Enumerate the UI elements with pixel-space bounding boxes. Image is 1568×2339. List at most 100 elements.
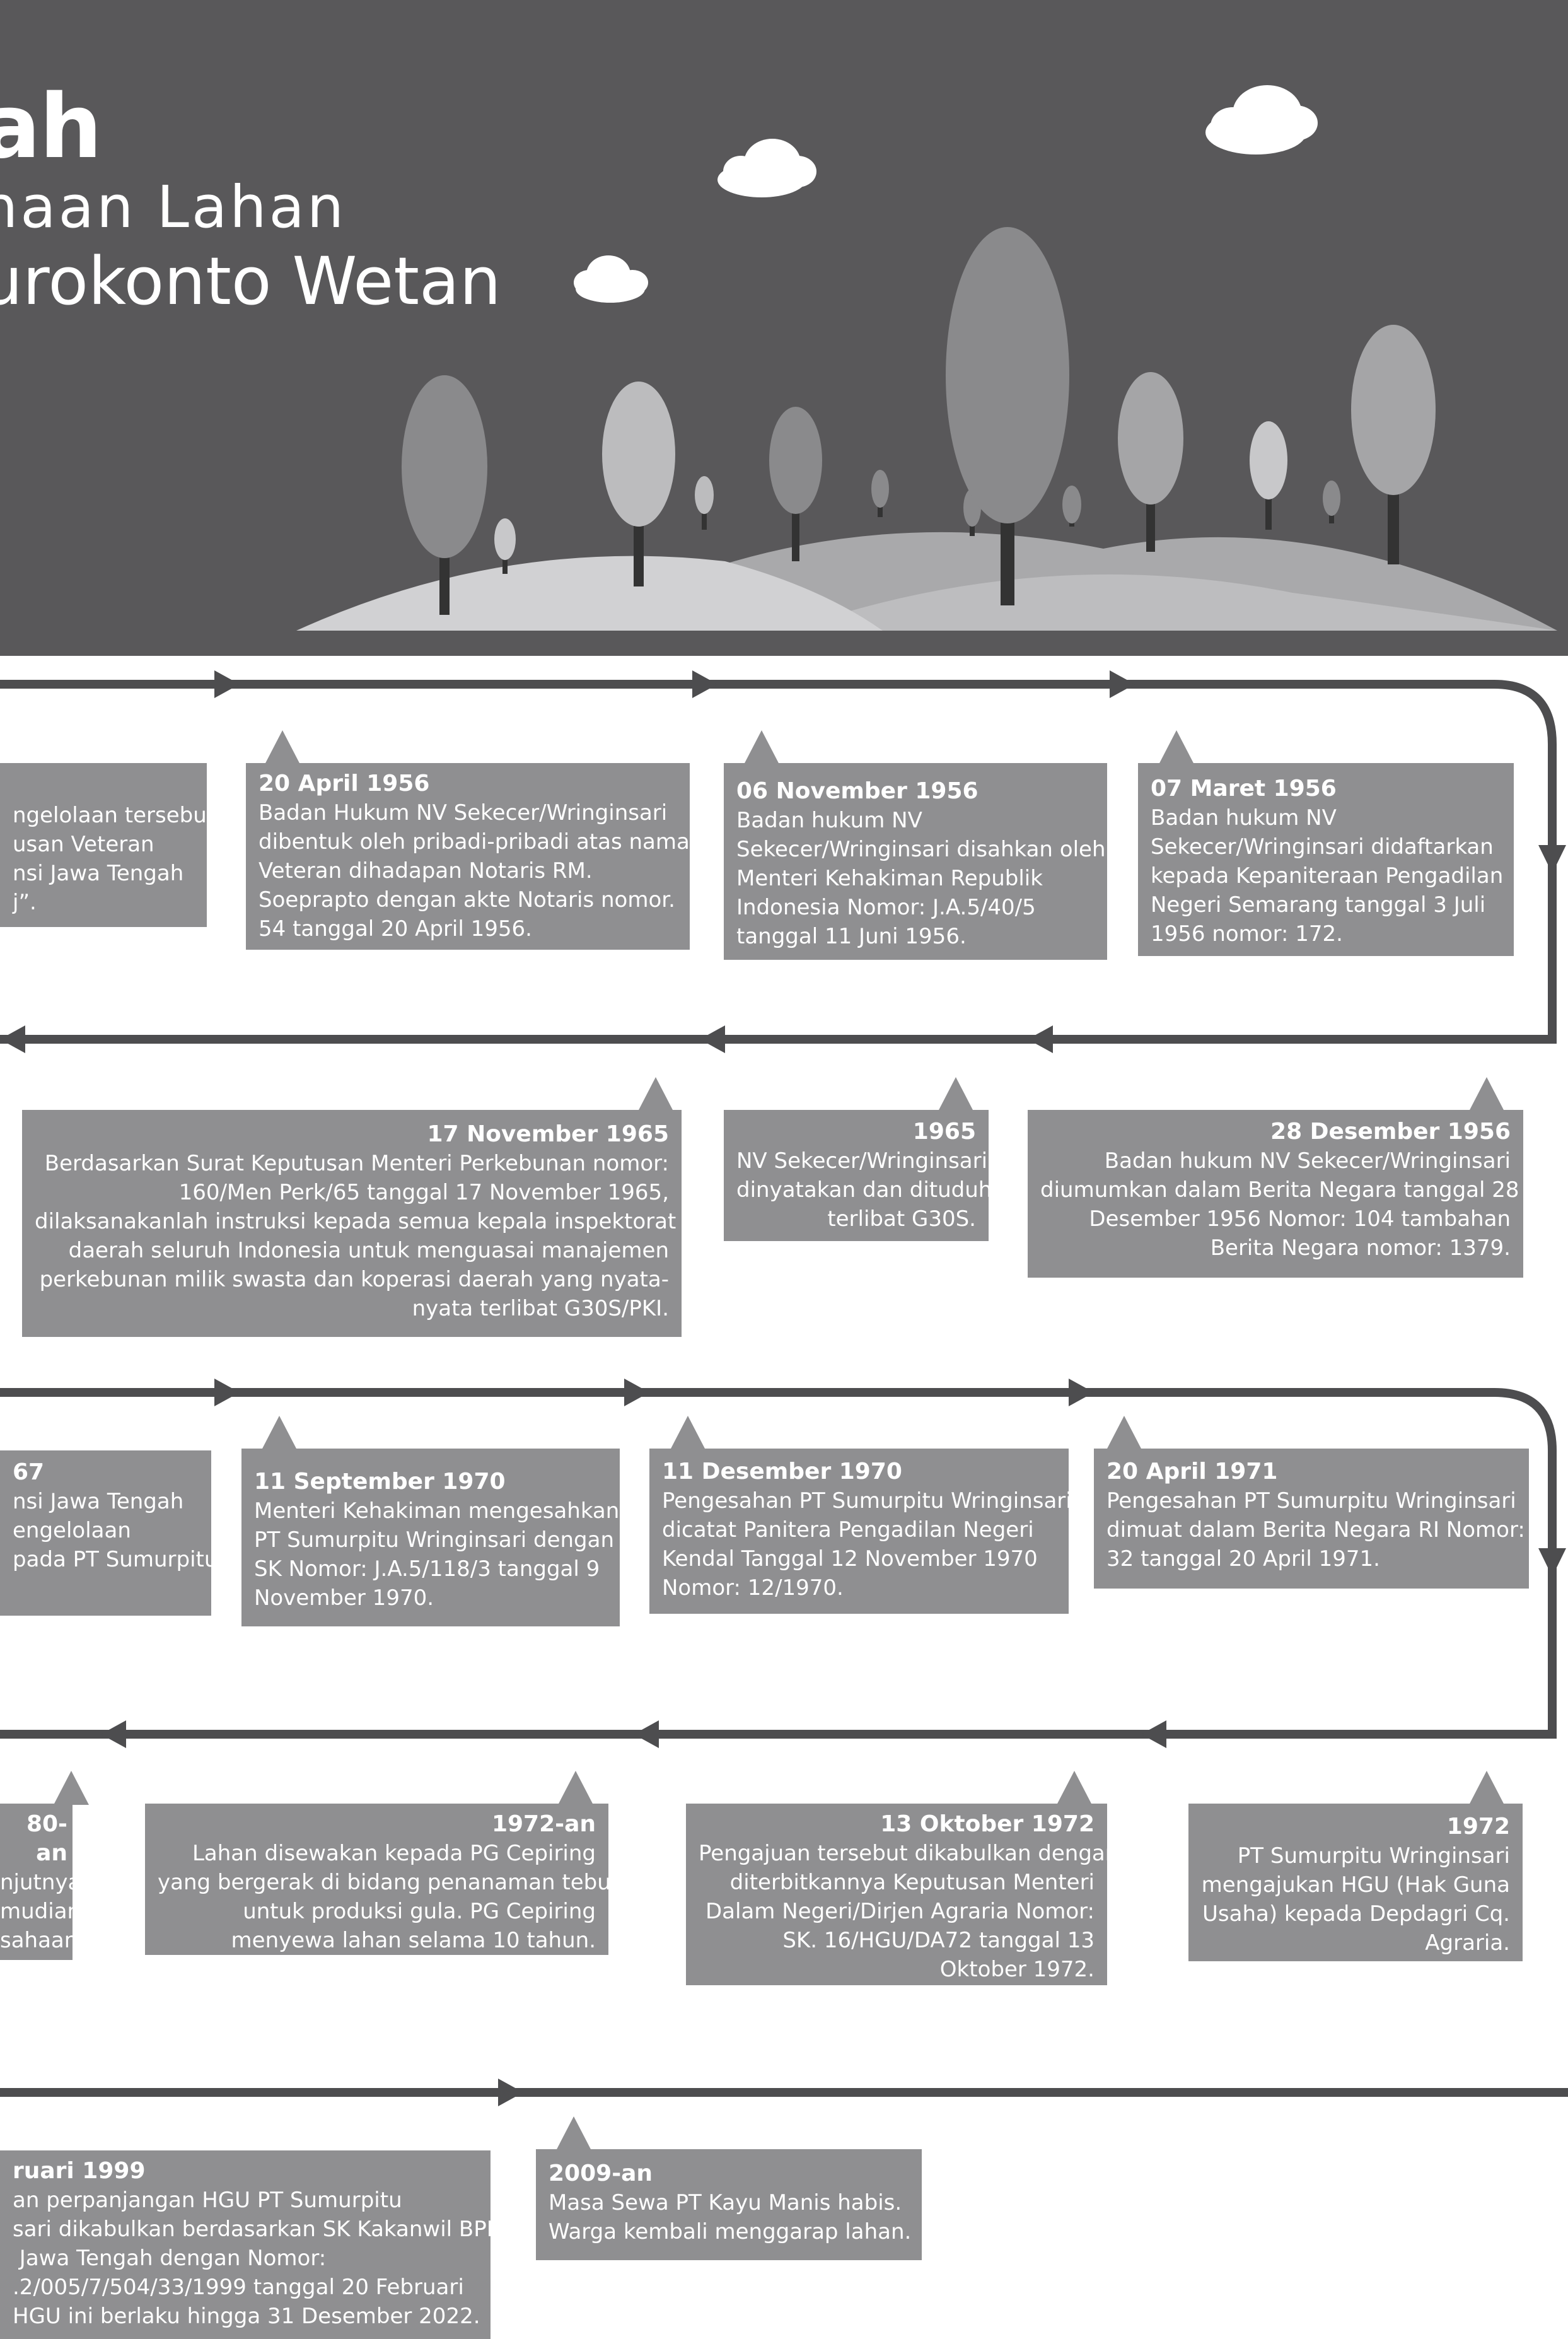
event-pointer	[1469, 1771, 1504, 1805]
arrow-right-icon	[1069, 1379, 1094, 1406]
tree-13	[1351, 325, 1436, 564]
cloud-icon	[1205, 85, 1318, 155]
event-date: 07 Maret 1956	[1151, 776, 1337, 802]
arrow-left-icon	[634, 1720, 659, 1748]
page-subtitle: naan Lahan	[0, 173, 347, 241]
event-box: 1972 PT Sumurpitu Wringinsari mengajukan…	[1188, 1804, 1523, 1961]
event-date: 1972	[1446, 1814, 1510, 1840]
arrow-right-icon	[214, 1379, 240, 1406]
event-box: 20 April 1956 Badan Hukum NV Sekecer/Wri…	[246, 763, 690, 950]
event-pointer	[558, 1771, 593, 1805]
arrow-right-icon	[624, 1379, 649, 1406]
tree-8	[946, 227, 1069, 605]
event-text: Lahan disewakan kepada PG Cepiring yang …	[158, 1841, 608, 1953]
event-box: 80-an njutnya mudian sahaan s tebu.	[0, 1804, 73, 1960]
event-pointer	[1469, 1077, 1504, 1111]
event-text: njutnya mudian sahaan s tebu.	[0, 1870, 73, 1960]
event-box: 2009-an Masa Sewa PT Kayu Manis habis. W…	[536, 2149, 922, 2260]
event-date: 80-an	[26, 1811, 67, 1866]
event-box: ruari 1999 an perpanjangan HGU PT Sumurp…	[0, 2150, 491, 2339]
tree-1	[402, 375, 487, 615]
event-text: Berdasarkan Surat Keputusan Menteri Perk…	[35, 1151, 677, 1321]
event-pointer	[1106, 1416, 1142, 1450]
event-date: 28 Desember 1956	[1270, 1119, 1511, 1145]
event-text: Badan hukum NV Sekecer/Wringinsari diumu…	[1040, 1148, 1519, 1261]
event-text: ngelolaan tersebut usan Veteran nsi Jawa…	[13, 803, 207, 915]
arrow-down-icon	[1538, 1548, 1566, 1577]
event-box: 11 Desember 1970 Pengesahan PT Sumurpitu…	[649, 1449, 1069, 1614]
arrow-left-icon	[1028, 1025, 1053, 1053]
event-box: 28 Desember 1956 Badan hukum NV Sekecer/…	[1028, 1110, 1523, 1278]
event-text: PT Sumurpitu Wringinsari mengajukan HGU …	[1201, 1843, 1510, 1956]
event-date: 17 November 1965	[427, 1121, 669, 1147]
arrow-left-icon	[101, 1720, 126, 1748]
hill-mid	[788, 574, 1557, 631]
event-pointer	[638, 1077, 673, 1111]
cloud-icon	[717, 139, 816, 197]
event-pointer	[670, 1416, 706, 1450]
event-text: Pengesahan PT Sumurpitu Wringinsari dica…	[662, 1488, 1069, 1601]
event-pointer	[556, 2116, 591, 2150]
event-pointer	[938, 1077, 973, 1111]
event-text: Badan hukum NV Sekecer/Wringinsari disah…	[736, 808, 1106, 949]
arrow-right-icon	[498, 2079, 523, 2106]
tree-9	[1062, 486, 1081, 527]
event-date: 2009-an	[549, 2161, 653, 2186]
tree-10	[1118, 372, 1183, 552]
page-title: ah	[0, 76, 102, 178]
event-text: Pengajuan tersebut dikabulkan dengan dit…	[699, 1841, 1107, 1982]
arrow-left-icon	[700, 1025, 725, 1053]
event-date: 20 April 1971	[1106, 1459, 1278, 1484]
page-subtitle-location: urokonto Wetan	[0, 243, 501, 320]
tree-12	[1323, 481, 1340, 523]
event-pointer	[262, 1416, 297, 1450]
event-box: 20 April 1971 Pengesahan PT Sumurpitu Wr…	[1094, 1449, 1529, 1589]
event-date: 06 November 1956	[736, 778, 979, 804]
event-date: 20 April 1956	[258, 771, 430, 796]
event-box: 1972-an Lahan disewakan kepada PG Cepiri…	[145, 1804, 608, 1955]
event-date: 67	[13, 1459, 45, 1485]
event-pointer	[1159, 730, 1194, 764]
event-text: Pengesahan PT Sumurpitu Wringinsari dimu…	[1106, 1488, 1525, 1572]
event-text: nsi Jawa Tengah engelolaan pada PT Sumur…	[13, 1489, 211, 1572]
event-box: 07 Maret 1956 Badan hukum NV Sekecer/Wri…	[1138, 763, 1514, 956]
arrow-down-icon	[1538, 845, 1566, 873]
tree-4	[695, 476, 714, 530]
event-date: 13 Oktober 1972	[880, 1811, 1095, 1837]
event-text: Badan Hukum NV Sekecer/Wringinsari diben…	[258, 800, 690, 942]
event-box: ngelolaan tersebut usan Veteran nsi Jawa…	[0, 763, 207, 927]
tree-6	[871, 470, 889, 517]
event-text: an perpanjangan HGU PT Sumurpitu sari di…	[13, 2188, 491, 2329]
event-text: NV Sekecer/Wringinsari dinyatakan dan di…	[736, 1148, 989, 1232]
event-box: 13 Oktober 1972 Pengajuan tersebut dikab…	[686, 1804, 1107, 1985]
event-date: 1965	[912, 1119, 976, 1145]
event-box: 06 November 1956 Badan hukum NV Sekecer/…	[724, 763, 1107, 960]
event-text: Masa Sewa PT Kayu Manis habis. Warga kem…	[549, 2190, 912, 2244]
event-date: 11 Desember 1970	[662, 1459, 902, 1484]
header-banner: ah naan Lahan urokonto Wetan	[0, 0, 1568, 656]
event-pointer	[1057, 1771, 1092, 1805]
event-text: Badan hukum NV Sekecer/Wringinsari didaf…	[1151, 805, 1504, 947]
event-date: 1972-an	[491, 1811, 596, 1837]
landscape-illustration	[296, 85, 1557, 631]
tree-5	[769, 407, 822, 561]
event-pointer	[54, 1771, 89, 1805]
cloud-icon	[574, 255, 648, 303]
event-text: Menteri Kehakiman mengesahkan PT Sumurpi…	[254, 1498, 620, 1611]
event-pointer	[744, 730, 779, 764]
event-box: 11 September 1970 Menteri Kehakiman meng…	[241, 1449, 620, 1626]
event-box: 1965 NV Sekecer/Wringinsari dinyatakan d…	[724, 1110, 989, 1241]
arrow-right-icon	[692, 670, 717, 698]
event-box: 67 nsi Jawa Tengah engelolaan pada PT Su…	[0, 1450, 211, 1616]
event-date: 11 September 1970	[254, 1469, 506, 1495]
arrow-left-icon	[1141, 1720, 1166, 1748]
tree-3	[602, 382, 675, 586]
arrow-left-icon	[0, 1025, 25, 1053]
arrow-right-icon	[1110, 670, 1135, 698]
tree-2	[494, 518, 516, 574]
tree-11	[1250, 421, 1287, 530]
arrow-right-icon	[214, 670, 240, 698]
event-pointer	[265, 730, 300, 764]
event-date: ruari 1999	[13, 2158, 146, 2184]
